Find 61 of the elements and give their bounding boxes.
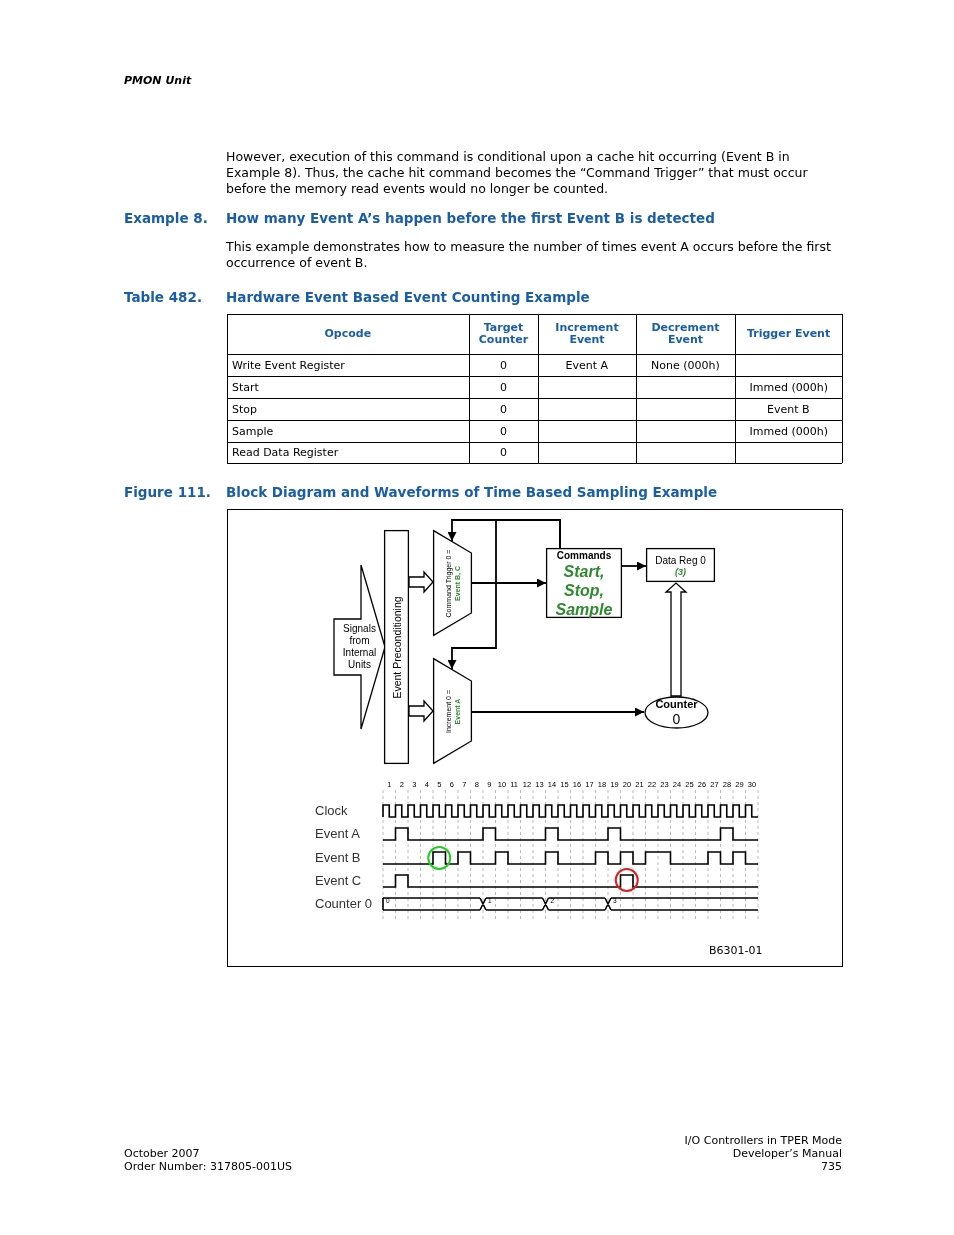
table-entry-text: 0 (500, 380, 507, 394)
node-label: Counter (655, 698, 698, 711)
block-arrow (408, 699, 434, 723)
node-label: Data Reg 0 (655, 555, 706, 567)
body-paragraph: This example demonstrates how to measure the number of times event A occurs before the first occurrence of event B. (226, 239, 832, 271)
table-entry-text: 0 (500, 402, 507, 416)
table-entry-text: None (000h) (651, 358, 720, 372)
table-entry-text: Immed (000h) (749, 424, 828, 438)
counter-ellipse (644, 696, 709, 729)
node-label: Start, Stop, Sample (554, 561, 614, 619)
table-entry-text: 0 (500, 358, 507, 372)
commands-box (546, 548, 622, 618)
table-number: Table 482. (124, 289, 203, 305)
page-number: 735 (821, 1160, 842, 1173)
table-header-text: Target Counter (477, 322, 530, 346)
signal-name: Event B (315, 850, 361, 865)
table-entry-text: Event A (565, 358, 609, 372)
block-arrow (408, 570, 434, 594)
block-arrow (664, 582, 688, 697)
node-label: Commands (556, 550, 612, 562)
node-label: 0 (672, 710, 681, 727)
node-label: Event Preconditioning (390, 595, 403, 699)
table-header-text: Increment Event (554, 322, 620, 346)
table-entry-text: Write Event Register (232, 358, 345, 372)
footer-title: I/O Controllers in TPER Mode Developer’s Manual (683, 1134, 842, 1160)
arrow (621, 561, 647, 571)
table-entry-text: 0 (500, 424, 507, 438)
table-entry-text: Start (232, 380, 259, 394)
table-entry-text: Event B (767, 402, 810, 416)
footer-date: October 2007 (124, 1147, 200, 1160)
table-title: Hardware Event Based Event Counting Example (226, 289, 590, 305)
running-header: PMON Unit (124, 74, 192, 87)
selector-trapezoid (433, 658, 472, 764)
table-entry-text: 0 (500, 446, 507, 459)
signal-input-arrow (334, 565, 385, 729)
table-entry-text: Immed (000h) (749, 380, 828, 394)
footer-order-number: Order Number: 317805-001US (124, 1160, 292, 1173)
table-entry-text: Read Data Register (232, 446, 339, 459)
example-number: Example 8. (124, 210, 208, 226)
figure-number: Figure 111. (124, 484, 211, 500)
signal-name: Counter 0 (315, 896, 373, 911)
arrow (447, 519, 561, 670)
figure-id: B6301-01 (709, 944, 763, 957)
signal-name: Event A (315, 826, 360, 841)
body-paragraph: However, execution of this command is conditional upon a cache hit occurring (Event B in Example 8). Thus, the cache hit command becomes the “Command Trigger” that must occur before the memory read events would no longer be counted. (226, 149, 809, 197)
signal-name: Clock (315, 803, 348, 818)
example-heading: How many Event A’s happen before the first Event B is detected (226, 210, 715, 226)
table-entry-text: Stop (232, 402, 257, 416)
figure-title: Block Diagram and Waveforms of Time Based Sampling Example (226, 484, 718, 500)
node-label: (3) (675, 566, 686, 577)
arrow (471, 578, 547, 588)
node-label: Signals from Internal Units (341, 623, 378, 671)
table-header-text: Opcode (324, 328, 372, 340)
register-box (646, 548, 715, 582)
table-entry-text: Sample (232, 424, 274, 438)
signal-name: Event C (315, 873, 362, 888)
table-header-text: Decrement Event (650, 322, 721, 346)
table-header-text: Trigger Event (747, 328, 831, 340)
preconditioning-box (384, 530, 409, 764)
selector-trapezoid (433, 530, 472, 636)
arrow (471, 707, 645, 717)
